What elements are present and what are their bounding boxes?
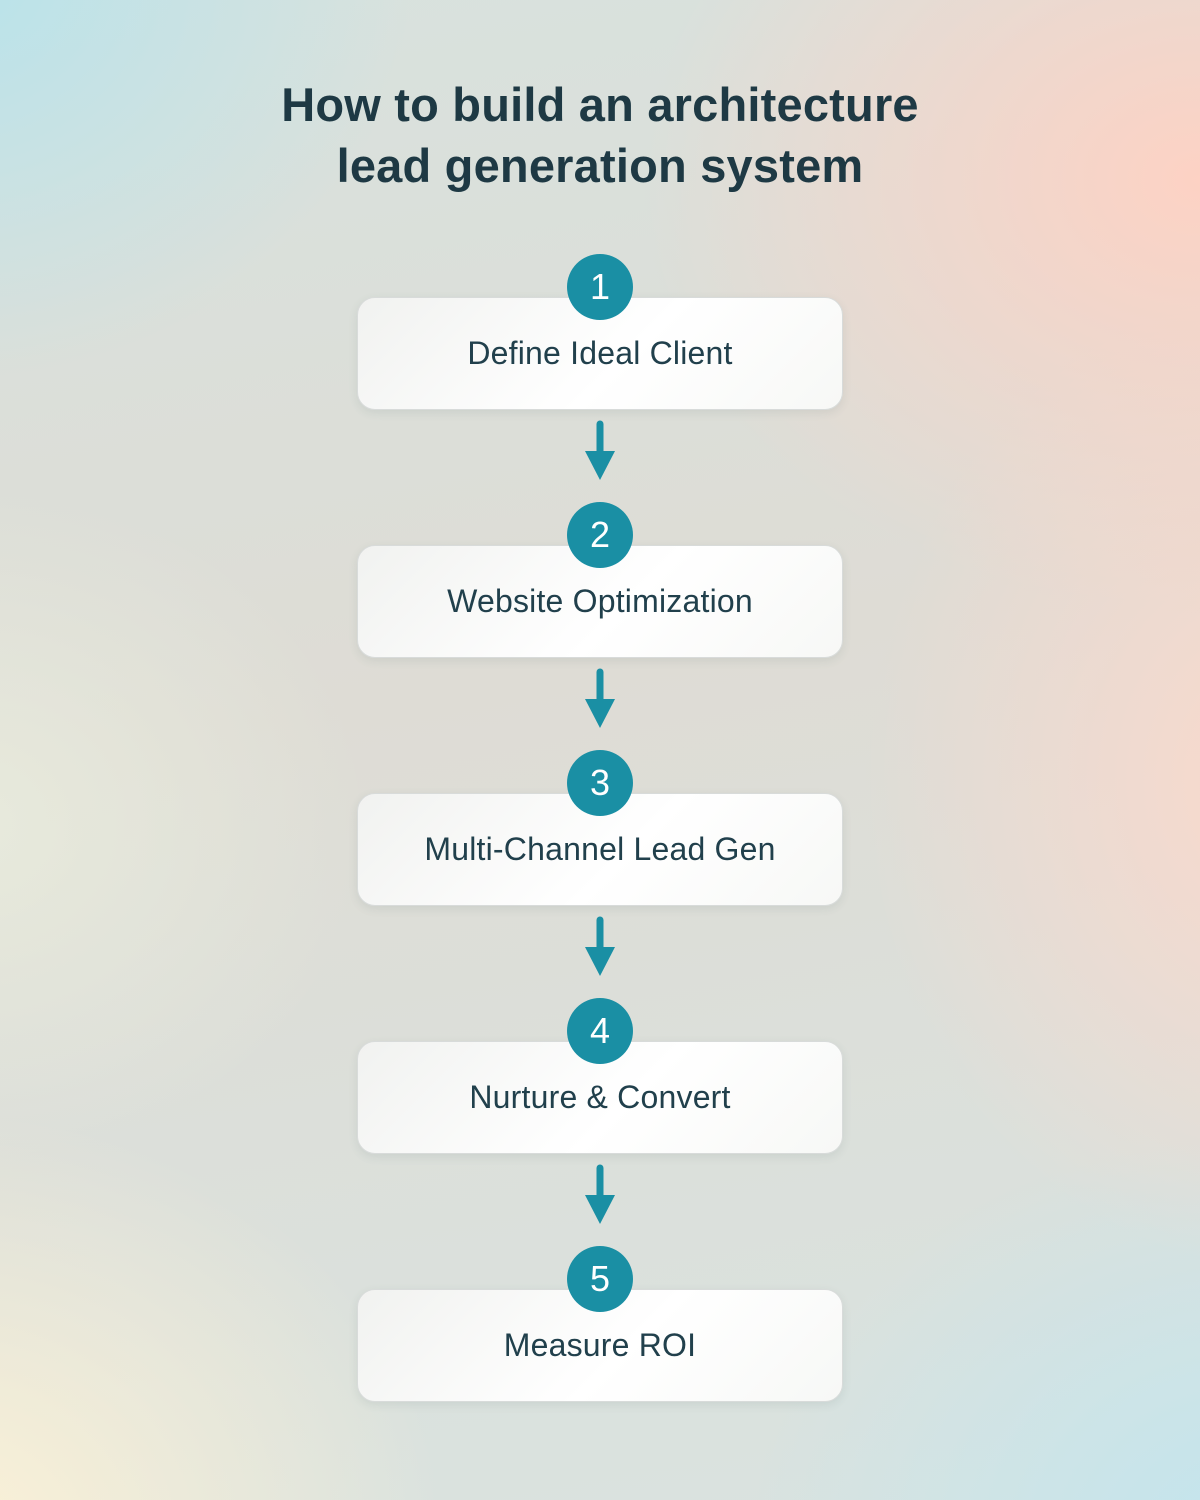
step-label: Nurture & Convert: [469, 1079, 731, 1115]
step-number: 4: [589, 1010, 611, 1051]
arrow-down-icon: [585, 420, 615, 480]
step-4: 4 Nurture & Convert: [357, 998, 843, 1154]
step-label: Multi-Channel Lead Gen: [424, 831, 776, 867]
arrow-down-icon: [585, 916, 615, 976]
step-number: 5: [589, 1258, 611, 1299]
step-number-badge: 3: [567, 750, 633, 816]
arrow-down-icon: [585, 1164, 615, 1224]
step-1: 1 Define Ideal Client: [357, 254, 843, 410]
step-number-badge: 1: [567, 254, 633, 320]
page-title: How to build an architecture lead genera…: [281, 74, 919, 196]
step-number-badge: 4: [567, 998, 633, 1064]
step-number: 2: [589, 514, 611, 555]
step-number: 1: [589, 266, 611, 307]
step-5: 5 Measure ROI: [357, 1246, 843, 1402]
step-number-badge: 2: [567, 502, 633, 568]
step-box: Website Optimization: [357, 545, 843, 658]
page-title-line-1: How to build an architecture: [281, 78, 919, 131]
arrow-down-icon: [585, 668, 615, 728]
step-number-badge: 5: [567, 1246, 633, 1312]
step-2: 2 Website Optimization: [357, 502, 843, 658]
step-number: 3: [589, 762, 611, 803]
page-title-line-2: lead generation system: [336, 139, 864, 192]
step-3: 3 Multi-Channel Lead Gen: [357, 750, 843, 906]
step-label: Define Ideal Client: [467, 335, 733, 371]
flowchart: 1 Define Ideal Client 2 Website Optimiza…: [357, 254, 843, 1402]
step-label: Measure ROI: [503, 1327, 697, 1363]
step-box: Multi-Channel Lead Gen: [357, 793, 843, 906]
step-label: Website Optimization: [447, 583, 753, 619]
